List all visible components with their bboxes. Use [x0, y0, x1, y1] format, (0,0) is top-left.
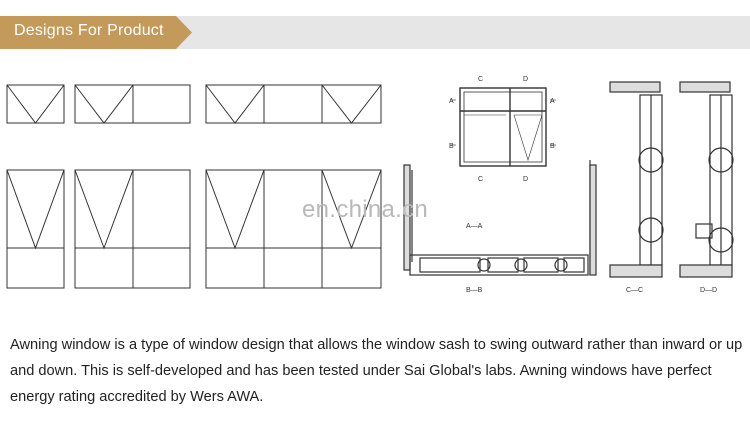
window-design-drawings: C D C D A A B B A—A B—B C—C D—D — [6, 76, 734, 294]
elevation-mark-a-right: A — [550, 98, 555, 105]
watermark: en.china.cn — [302, 196, 429, 223]
awning-window-double — [74, 84, 191, 124]
section-label-cc: C—C — [626, 287, 643, 294]
section-profile-horizontal — [403, 160, 597, 276]
section-profile-dd — [679, 81, 734, 278]
awning-fixed-window-single — [6, 169, 65, 289]
product-description: Awning window is a type of window design… — [10, 337, 743, 405]
elevation-drawing — [450, 87, 556, 167]
section-label-dd: D—D — [700, 287, 717, 294]
section-profile-cc — [609, 81, 664, 278]
awning-fixed-window-triple — [205, 169, 382, 289]
elevation-mark-d-bottom: D — [523, 176, 528, 183]
elevation-mark-b-left: B — [449, 143, 454, 150]
elevation-mark-a-left: A — [449, 98, 454, 105]
section-label-aa: A—A — [466, 223, 483, 230]
header-tab — [0, 16, 192, 49]
awning-window-triple — [205, 84, 382, 124]
elevation-mark-c-top: C — [478, 76, 483, 83]
elevation-mark-d-top: D — [523, 76, 528, 83]
elevation-mark-c-bottom: C — [478, 176, 483, 183]
awning-window-single — [6, 84, 65, 124]
awning-fixed-window-double — [74, 169, 191, 289]
section-title: Designs For Product — [14, 22, 164, 39]
section-label-bb: B—B — [466, 287, 483, 294]
elevation-mark-b-right: B — [550, 143, 555, 150]
